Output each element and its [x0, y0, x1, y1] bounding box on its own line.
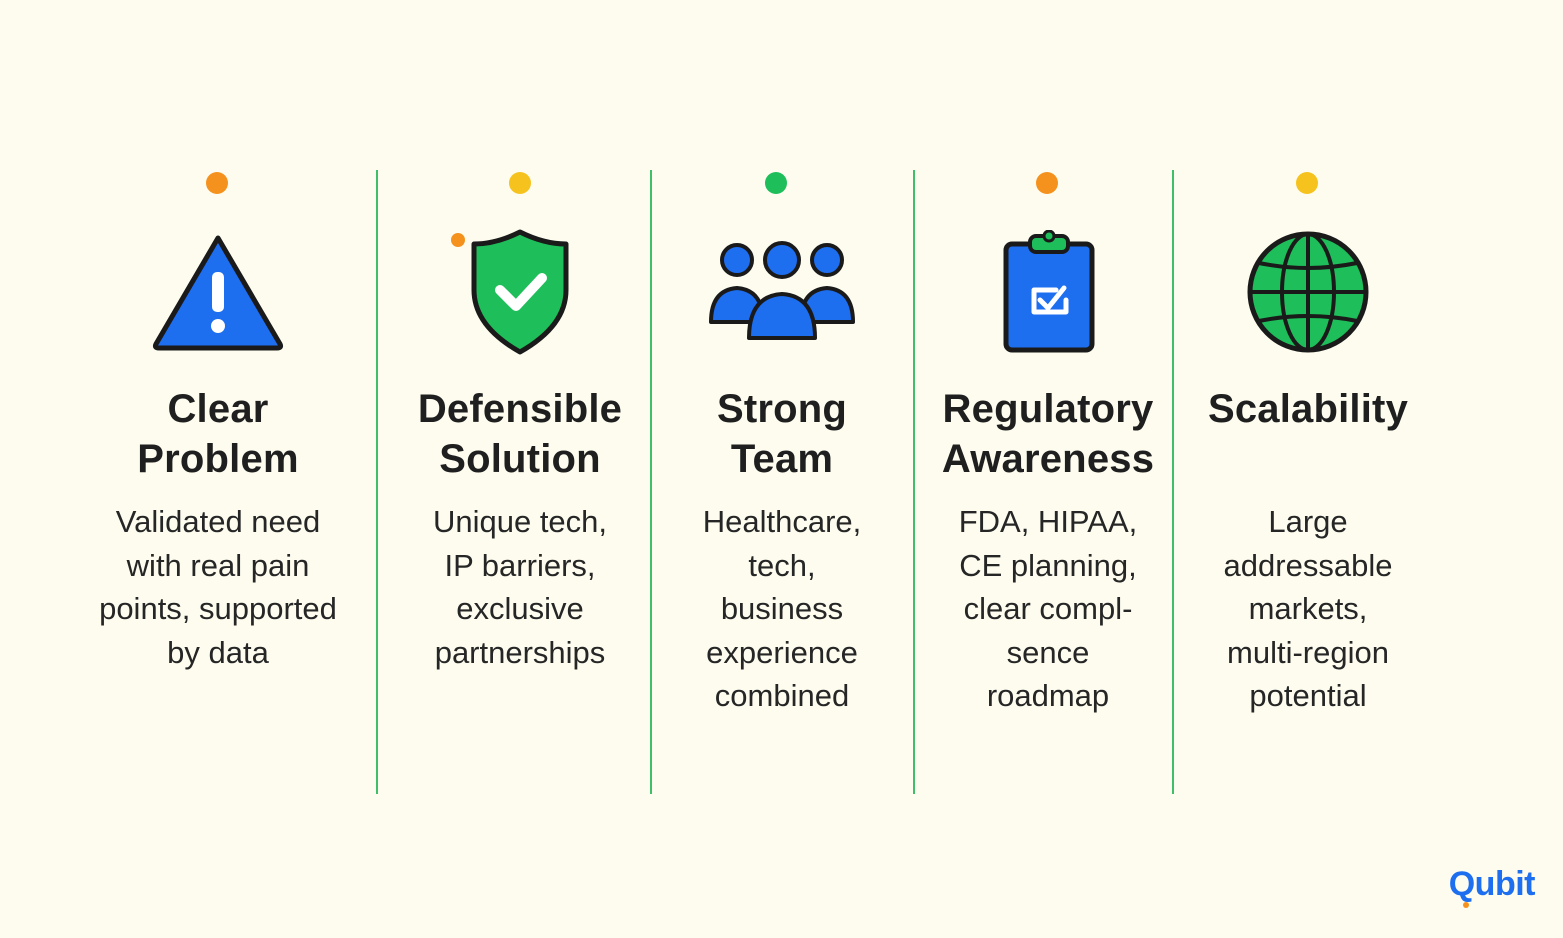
card-description: Healthcare, tech, business experience co… — [702, 504, 862, 713]
card-title: Clear Problem — [137, 387, 299, 481]
card-title: Regulatory Awareness — [941, 387, 1155, 481]
card-strong-team: Strong Team Healthcare, tech, business e… — [672, 160, 892, 800]
globe-icon — [1247, 231, 1369, 353]
logo-text: Qubit — [1448, 865, 1536, 903]
card-title: Scalability — [1207, 387, 1409, 431]
card-description: Unique tech, IP barriers, exclusive part… — [432, 504, 608, 670]
icon-container — [968, 226, 1128, 358]
card-clear-problem: Clear Problem Validated need with real p… — [92, 160, 344, 800]
icon-container — [440, 226, 600, 358]
clipboard-check-icon — [1003, 230, 1095, 353]
card-regulatory-awareness: Regulatory Awareness FDA, HIPAA, CE plan… — [934, 160, 1162, 800]
divider — [650, 170, 652, 794]
card-title: Strong Team — [716, 387, 848, 481]
logo-dot — [1462, 902, 1469, 908]
status-dot — [765, 172, 787, 194]
card-title: Defensible Solution — [417, 387, 623, 481]
warning-triangle-icon — [152, 235, 284, 351]
divider — [1172, 170, 1174, 794]
status-dot — [1036, 172, 1058, 194]
team-icon — [709, 241, 855, 340]
divider — [913, 170, 915, 794]
shield-check-icon — [451, 229, 569, 355]
icon-container — [702, 226, 862, 358]
icon-container — [1228, 226, 1388, 358]
status-dot — [509, 172, 531, 194]
card-description: FDA, HIPAA, CE planning, clear compl- se… — [958, 504, 1138, 713]
card-scalability: Scalability Large addressable markets, m… — [1196, 160, 1420, 800]
card-defensible-solution: Defensible Solution Unique tech, IP barr… — [400, 160, 640, 800]
card-description: Validated need with real pain points, su… — [99, 504, 337, 670]
status-dot — [206, 172, 228, 194]
status-dot — [1296, 172, 1318, 194]
card-description: Large addressable markets, multi-region … — [1223, 504, 1393, 713]
icon-container — [138, 226, 298, 358]
brand-logo: Qubit — [1448, 865, 1536, 908]
divider — [376, 170, 378, 794]
